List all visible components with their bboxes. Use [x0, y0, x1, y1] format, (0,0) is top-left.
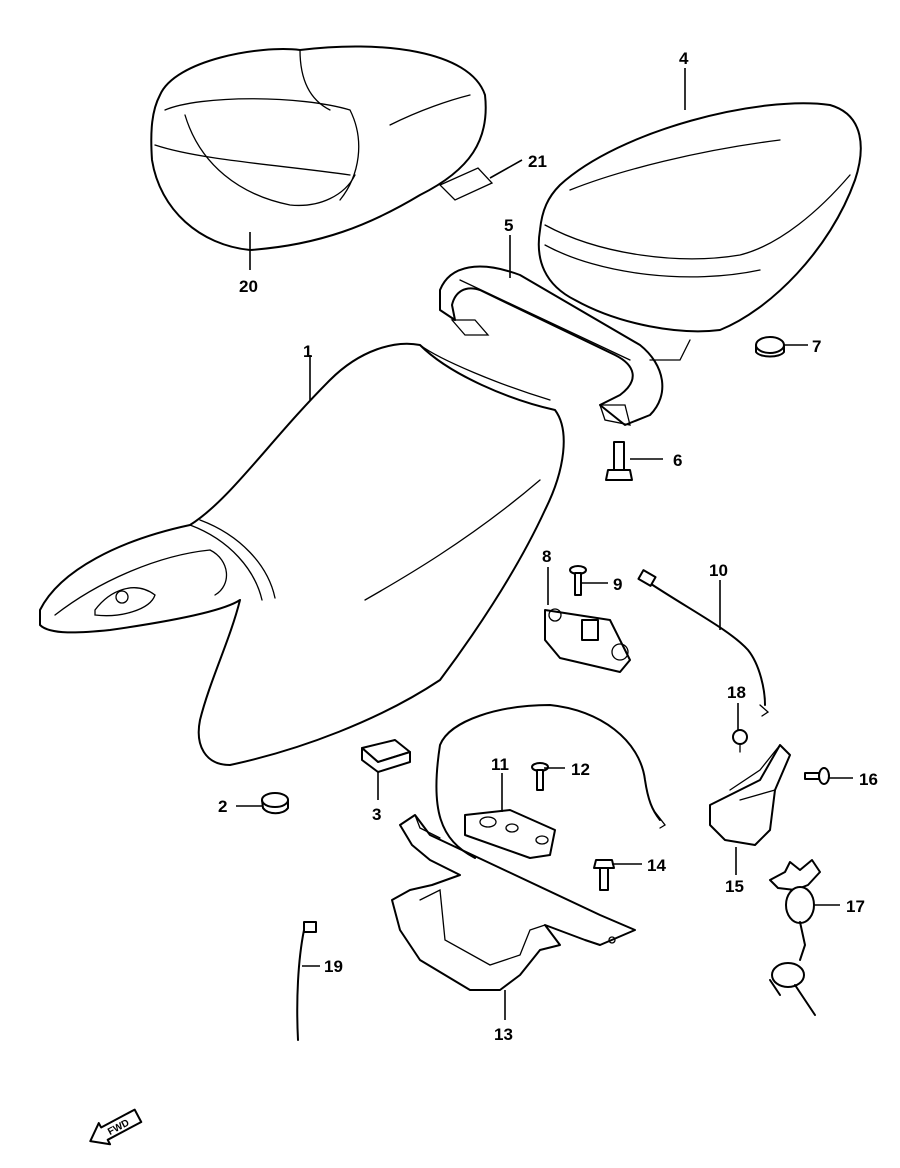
callout-6: 6 [673, 451, 682, 470]
part-3-cushion [361, 739, 411, 773]
callout-12: 12 [571, 760, 590, 779]
part-19-cable-tie [296, 921, 317, 1041]
part-18-clip [732, 729, 748, 753]
part-15-helmet-holder [709, 744, 791, 846]
callout-20: 20 [239, 277, 258, 296]
callout-21: 21 [528, 152, 547, 171]
part-20-pillion-cover [150, 45, 487, 251]
part-10-cable [637, 569, 770, 717]
callout-2: 2 [218, 797, 227, 816]
part-8-lock-base [544, 608, 631, 673]
part-16-screw [804, 767, 830, 785]
callout-labels: 1 2 3 4 5 6 7 8 9 10 11 12 13 14 15 16 1… [218, 49, 878, 1044]
part-7-grommet [755, 336, 785, 358]
part-12-screw [531, 762, 549, 791]
part-21-label [438, 167, 494, 201]
forward-arrow-icon: FWD [89, 1108, 143, 1146]
callout-4: 4 [679, 49, 689, 68]
part-5-seat-rail [439, 265, 664, 426]
part-9-screw [569, 565, 587, 596]
callout-16: 16 [859, 770, 878, 789]
callout-11: 11 [491, 755, 509, 774]
part-4-rear-seat [537, 102, 862, 361]
part-11-cable [435, 704, 666, 859]
callout-19: 19 [324, 957, 343, 976]
part-6-bolt [605, 441, 633, 481]
callout-5: 5 [504, 216, 513, 235]
callout-3: 3 [372, 805, 381, 824]
callout-15: 15 [725, 877, 744, 896]
callout-17: 17 [846, 897, 865, 916]
part-11-lock-plate [464, 809, 556, 859]
callout-14: 14 [647, 856, 666, 875]
leader-lines [236, 68, 853, 1020]
part-1-front-seat [39, 342, 565, 766]
part-2-cushion [261, 792, 289, 815]
part-17-seat-lock [769, 859, 821, 1016]
part-14-bolt [593, 859, 615, 891]
callout-8: 8 [542, 547, 551, 566]
callout-18: 18 [727, 683, 746, 702]
callout-13: 13 [494, 1025, 513, 1044]
callout-7: 7 [812, 337, 821, 356]
callout-10: 10 [709, 561, 728, 580]
part-13-lock-bracket [391, 814, 636, 991]
callout-9: 9 [613, 575, 622, 594]
callout-1: 1 [303, 342, 312, 361]
